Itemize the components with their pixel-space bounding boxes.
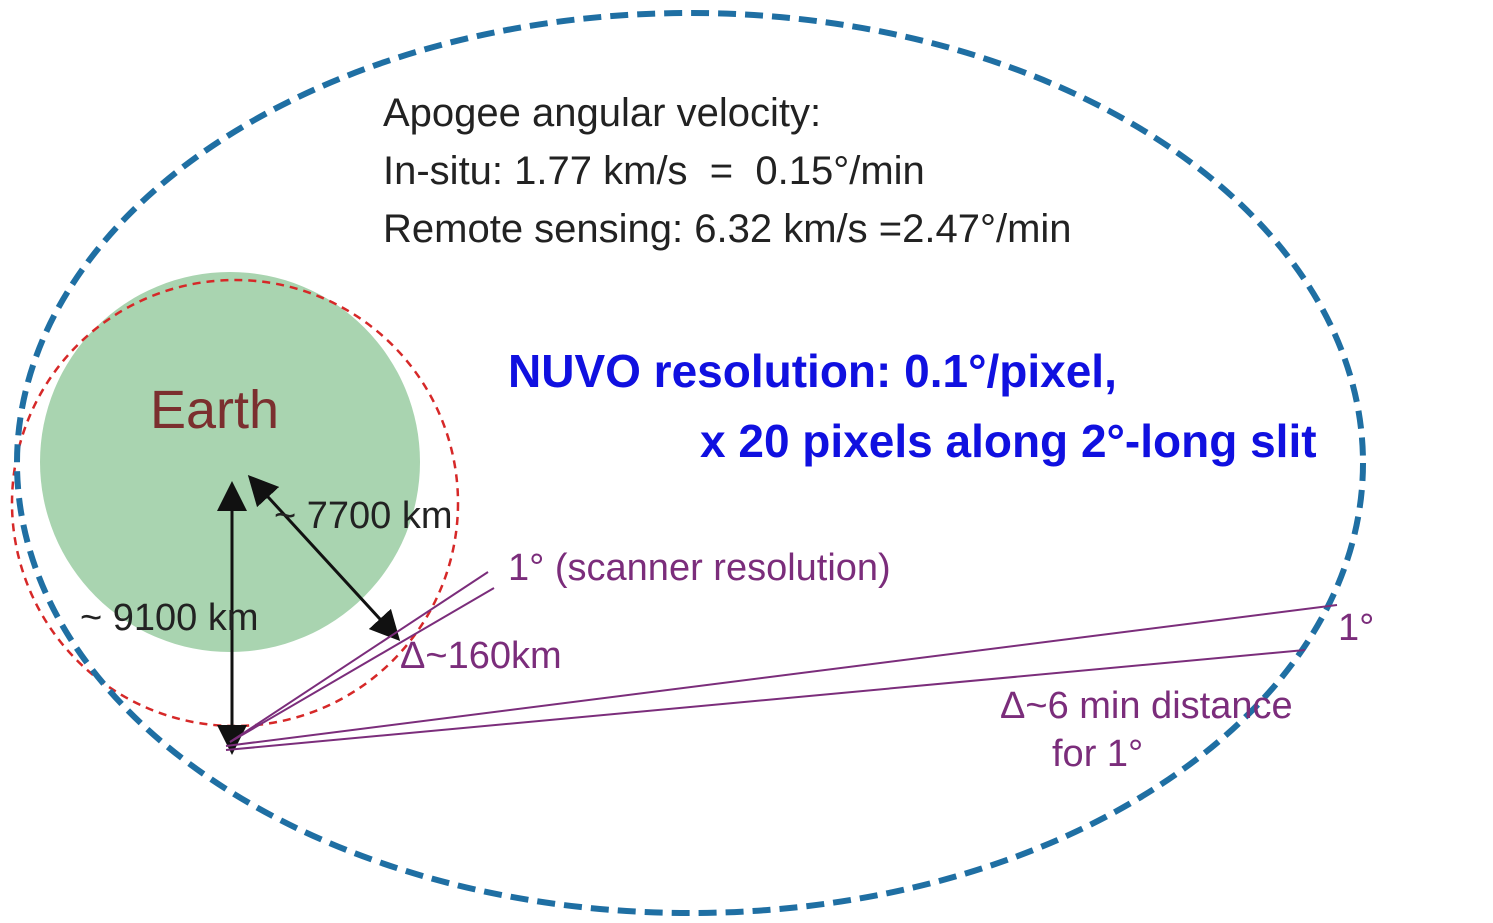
apogee-remote: Remote sensing: 6.32 km/s =2.47°/min xyxy=(383,207,1072,251)
nuvo-resolution-line2: x 20 pixels along 2°-long slit xyxy=(700,415,1317,467)
scanner-delta-label: Δ~160km xyxy=(400,635,562,677)
apogee-in-situ: In-situ: 1.77 km/s = 0.15°/min xyxy=(383,149,925,193)
far-ray-upper xyxy=(225,604,1338,747)
scanner-ray-upper xyxy=(229,571,489,743)
scanner-label: 1° (scanner resolution) xyxy=(508,547,891,589)
elliptical-orbit xyxy=(14,10,1366,916)
nuvo-resolution-line1: NUVO resolution: 0.1°/pixel, xyxy=(508,345,1117,397)
far-delta-label-line1: Δ~6 min distance xyxy=(1000,685,1293,727)
apogee-heading: Apogee angular velocity: xyxy=(383,91,821,135)
distance-9100-label: ~ 9100 km xyxy=(80,597,259,639)
scanner-ray-lower xyxy=(229,587,495,743)
far-delta-label-line2: for 1° xyxy=(1052,733,1143,775)
far-ray-lower xyxy=(225,649,1306,751)
far-angle-label: 1° xyxy=(1338,607,1374,649)
arrow-7700 xyxy=(247,474,401,642)
distance-7700-label: ~ 7700 km xyxy=(274,495,453,537)
earth-label: Earth xyxy=(150,380,279,440)
